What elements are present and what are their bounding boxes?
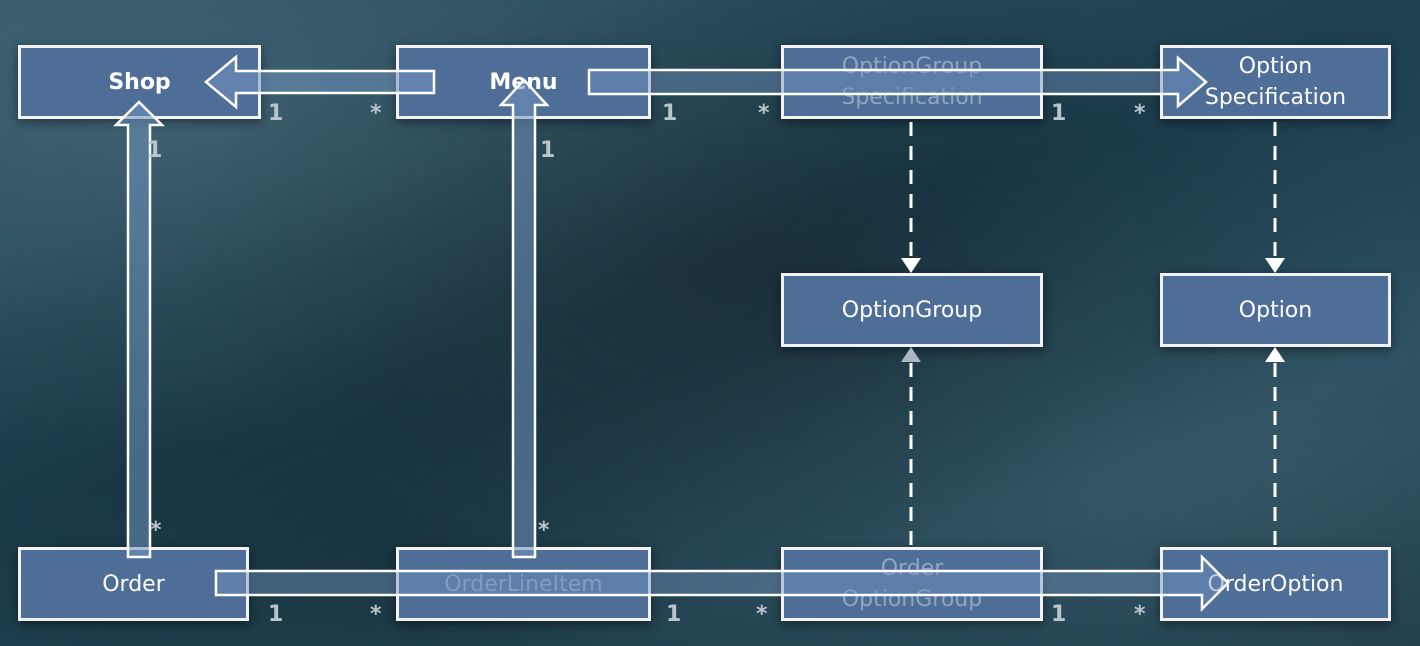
order-option-group-label-1: Order: [880, 556, 944, 581]
multiplicity-one: 1: [268, 101, 284, 126]
menu-label: Menu: [489, 69, 558, 95]
arrowhead-up-icon: [1265, 347, 1285, 362]
menu-box[interactable]: Menu: [396, 45, 651, 119]
arrowhead-down-icon: [1265, 258, 1285, 273]
multiplicity-many: *: [756, 602, 768, 627]
multiplicity-one: 1: [540, 138, 556, 163]
arrowhead-up-icon: [901, 347, 921, 362]
association-arrow-order-order-option: [214, 553, 1230, 613]
order-option-label: OrderOption: [1207, 571, 1344, 597]
option-group-specification-label-2: Specification: [841, 85, 983, 110]
multiplicity-one: 1: [662, 101, 678, 126]
association-arrow-order-shop: [112, 100, 166, 559]
multiplicity-many: *: [370, 101, 382, 126]
option-specification-box[interactable]: Option Specification: [1160, 45, 1391, 119]
order-option-group-label-2: OptionGroup: [841, 587, 983, 612]
multiplicity-one: 1: [268, 602, 284, 627]
option-group-box[interactable]: OptionGroup: [781, 273, 1043, 347]
multiplicity-many: *: [1134, 602, 1146, 627]
order-label: Order: [102, 571, 165, 597]
multiplicity-many: *: [758, 101, 770, 126]
order-line-item-label: OrderLineItem: [444, 571, 603, 597]
order-option-box[interactable]: OrderOption: [1160, 547, 1391, 621]
option-group-label: OptionGroup: [841, 297, 983, 323]
option-box[interactable]: Option: [1160, 273, 1391, 347]
multiplicity-one: 1: [147, 138, 163, 163]
option-group-specification-box[interactable]: OptionGroup Specification: [781, 45, 1043, 119]
multiplicity-many: *: [1134, 101, 1146, 126]
multiplicity-many: *: [150, 518, 162, 543]
option-specification-label-2: Specification: [1204, 85, 1347, 110]
order-option-group-box[interactable]: Order OptionGroup: [781, 547, 1043, 621]
order-line-item-box[interactable]: OrderLineItem: [396, 547, 651, 621]
multiplicity-many: *: [538, 518, 550, 543]
order-box[interactable]: Order: [18, 547, 249, 621]
option-label: Option: [1238, 297, 1313, 323]
arrowhead-down-icon: [901, 258, 921, 273]
multiplicity-one: 1: [1051, 602, 1067, 627]
shop-box[interactable]: Shop: [18, 45, 261, 119]
multiplicity-one: 1: [1051, 101, 1067, 126]
multiplicity-one: 1: [666, 602, 682, 627]
multiplicity-many: *: [370, 602, 382, 627]
shop-label: Shop: [108, 69, 171, 95]
option-specification-label-1: Option: [1238, 54, 1313, 79]
option-group-specification-label-1: OptionGroup: [841, 54, 983, 79]
